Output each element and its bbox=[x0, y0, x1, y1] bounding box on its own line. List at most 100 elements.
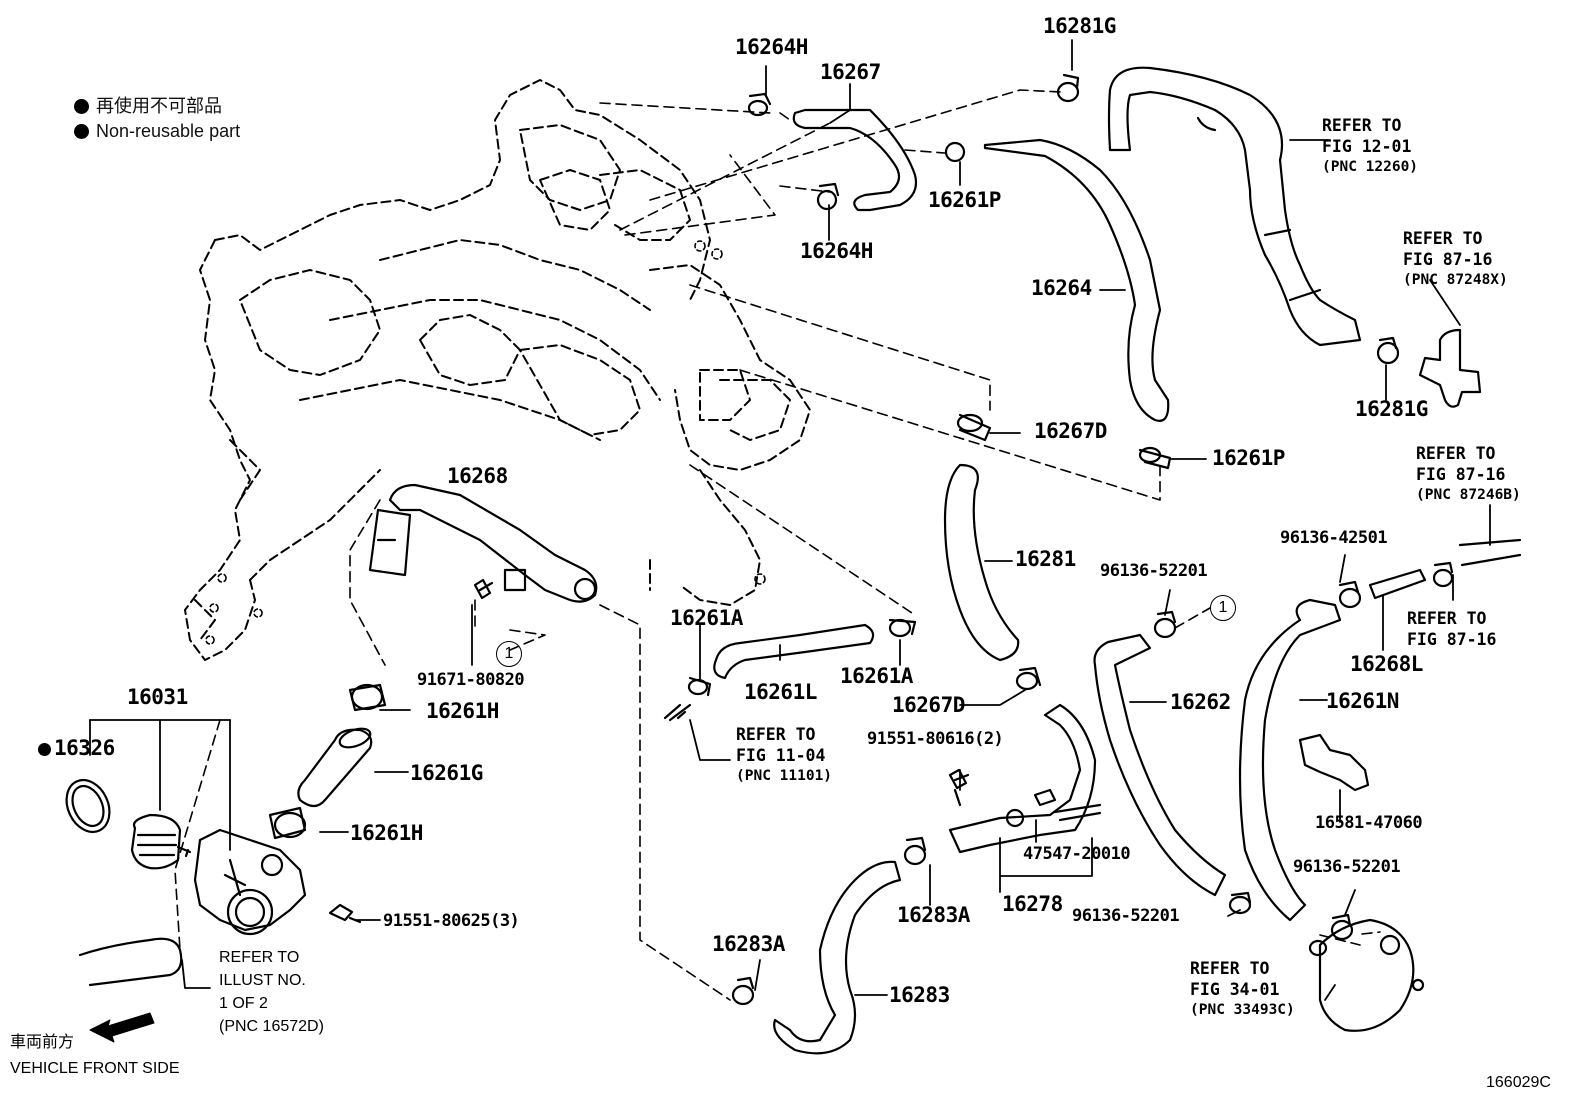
part-label-16267D-top[interactable]: 16267D bbox=[1034, 419, 1107, 443]
thermostat bbox=[130, 813, 182, 870]
part-label-16264H-bottom[interactable]: 16264H bbox=[800, 239, 873, 263]
part-label-16278[interactable]: 16278 bbox=[1002, 892, 1063, 916]
part-label-16267[interactable]: 16267 bbox=[820, 60, 881, 84]
part-label-16261H-top[interactable]: 16261H bbox=[426, 699, 499, 723]
refer-line: REFER TO bbox=[1190, 959, 1270, 978]
gasket-16326 bbox=[65, 779, 111, 833]
pipe-16278 bbox=[948, 703, 1097, 854]
refer-fig-87-16-87248X[interactable]: REFER TO FIG 87-16 (PNC 87248X) bbox=[1403, 229, 1508, 291]
part-label-96136-52201-a[interactable]: 96136-52201 bbox=[1100, 561, 1208, 581]
refer-line: REFER TO bbox=[219, 949, 300, 966]
refer-line: FIG 12-01 bbox=[1322, 136, 1412, 156]
refer-fig-11-04[interactable]: REFER TO FIG 11-04 (PNC 11101) bbox=[736, 725, 832, 787]
part-label-16261A-left[interactable]: 16261A bbox=[670, 606, 743, 630]
part-label-16261A-right[interactable]: 16261A bbox=[840, 664, 913, 688]
vehicle-front-jp: 車両前方 bbox=[10, 1034, 75, 1051]
part-label-16281G-right[interactable]: 16281G bbox=[1355, 397, 1428, 421]
part-label-16283[interactable]: 16283 bbox=[889, 983, 950, 1007]
refer-line: REFER TO bbox=[1322, 116, 1402, 135]
part-label-16264H-top[interactable]: 16264H bbox=[735, 35, 808, 59]
hose-16267 bbox=[792, 108, 918, 212]
legend-row-jp: 再使用不可部品 bbox=[74, 94, 240, 119]
leader-lines bbox=[89, 39, 1491, 1001]
refer-fig-34-01[interactable]: REFER TO FIG 34-01 (PNC 33493C) bbox=[1190, 959, 1295, 1021]
hose-12260 bbox=[1107, 66, 1362, 347]
part-label-16261N[interactable]: 16261N bbox=[1326, 689, 1399, 713]
front-arrow bbox=[89, 1012, 155, 1043]
part-label-16581-47060[interactable]: 16581-47060 bbox=[1315, 813, 1423, 833]
refer-line: FIG 87-16 bbox=[1416, 464, 1506, 484]
part-label-16262[interactable]: 16262 bbox=[1170, 690, 1231, 714]
part-label-16326[interactable]: 16326 bbox=[54, 736, 115, 760]
t-fitting-87248X bbox=[1418, 328, 1482, 408]
bolts bbox=[328, 578, 970, 924]
connection-marker-1: 1 bbox=[496, 641, 522, 667]
part-label-16268[interactable]: 16268 bbox=[447, 464, 508, 488]
pipe-16268L bbox=[1368, 568, 1427, 600]
part-label-16268L[interactable]: 16268L bbox=[1350, 652, 1423, 676]
part-label-47547-20010[interactable]: 47547-20010 bbox=[1023, 844, 1131, 864]
thermostat-housing bbox=[193, 828, 307, 932]
refer-pnc: (PNC 12260) bbox=[1322, 159, 1419, 175]
legend-en-label: Non-reusable part bbox=[96, 121, 241, 141]
part-label-16261L[interactable]: 16261L bbox=[744, 680, 817, 704]
part-label-16264[interactable]: 16264 bbox=[1031, 276, 1092, 300]
vehicle-front-en: VEHICLE FRONT SIDE bbox=[10, 1060, 180, 1077]
refer-illust-1-of-2[interactable]: REFER TO ILLUST NO. 1 OF 2 (PNC 16572D) bbox=[219, 946, 324, 1038]
refer-line: FIG 34-01 bbox=[1190, 979, 1280, 999]
refer-line: FIG 87-16 bbox=[1407, 629, 1497, 649]
hose-16281 bbox=[943, 463, 1020, 662]
refer-line: REFER TO bbox=[1416, 444, 1496, 463]
refer-fig-12-01[interactable]: REFER TO FIG 12-01 (PNC 12260) bbox=[1322, 116, 1418, 178]
refer-pnc: (PNC 33493C) bbox=[1190, 1002, 1295, 1018]
refer-fig-87-16-87246B[interactable]: REFER TO FIG 87-16 (PNC 87246B) bbox=[1416, 444, 1521, 506]
refer-line: FIG 87-16 bbox=[1403, 249, 1493, 269]
part-label-16281G-top[interactable]: 16281G bbox=[1043, 14, 1116, 38]
refer-line: REFER TO bbox=[736, 725, 816, 744]
engine-bolt-holes bbox=[205, 240, 766, 645]
part-label-16261P-top[interactable]: 16261P bbox=[928, 188, 1001, 212]
part-label-16261P-mid[interactable]: 16261P bbox=[1212, 446, 1285, 470]
part-label-16267D-bottom[interactable]: 16267D bbox=[892, 693, 965, 717]
part-label-16031[interactable]: 16031 bbox=[127, 685, 188, 709]
part-label-16326-row: 16326 bbox=[38, 738, 115, 759]
part-label-96136-52201-c[interactable]: 96136-52201 bbox=[1293, 857, 1401, 877]
refer-pnc: (PNC 16572D) bbox=[219, 1018, 324, 1035]
part-label-96136-52201-b[interactable]: 96136-52201 bbox=[1072, 906, 1180, 926]
engine-outline bbox=[184, 79, 811, 661]
part-label-91551-80625[interactable]: 91551-80625(3) bbox=[383, 911, 520, 931]
hose-16261N bbox=[1238, 598, 1342, 922]
refer-line: REFER TO bbox=[1407, 609, 1487, 628]
clamps bbox=[268, 73, 1454, 1006]
refer-fig-87-16[interactable]: REFER TO FIG 87-16 bbox=[1407, 609, 1496, 650]
legend-jp-label: 再使用不可部品 bbox=[96, 96, 222, 116]
hose-16261L bbox=[713, 623, 875, 680]
part-label-16283A-mid[interactable]: 16283A bbox=[897, 903, 970, 927]
refer-pnc: (PNC 11101) bbox=[736, 768, 833, 784]
vehicle-front-indicator: 車両前方 VEHICLE FRONT SIDE bbox=[10, 1030, 180, 1082]
part-label-16261G[interactable]: 16261G bbox=[410, 761, 483, 785]
hose-16283 bbox=[773, 860, 902, 1055]
hose-16264 bbox=[983, 138, 1170, 422]
legend-row-en: Non-reusable part bbox=[74, 119, 240, 144]
refer-line: FIG 11-04 bbox=[736, 745, 826, 765]
part-label-91671-80820[interactable]: 91671-80820 bbox=[417, 670, 525, 690]
refer-pnc: (PNC 87248X) bbox=[1403, 272, 1508, 288]
part-label-16261H-bottom[interactable]: 16261H bbox=[350, 821, 423, 845]
refer-pnc: (PNC 87246B) bbox=[1416, 487, 1521, 503]
part-label-16281[interactable]: 16281 bbox=[1015, 547, 1076, 571]
connection-marker-1b: 1 bbox=[1210, 595, 1236, 621]
part-label-16283A-left[interactable]: 16283A bbox=[712, 932, 785, 956]
part-label-91551-80616[interactable]: 91551-80616(2) bbox=[867, 729, 1004, 749]
refer-line: 1 OF 2 bbox=[219, 995, 268, 1012]
figure-code: 166029C bbox=[1486, 1074, 1551, 1091]
hose-16262 bbox=[1093, 633, 1227, 897]
non-reusable-dot-icon bbox=[74, 99, 89, 114]
dashed-connections bbox=[174, 89, 1381, 1001]
non-reusable-dot-icon bbox=[38, 742, 51, 756]
part-label-96136-42501[interactable]: 96136-42501 bbox=[1280, 528, 1388, 548]
legend: 再使用不可部品 Non-reusable part bbox=[74, 94, 240, 144]
refer-line: ILLUST NO. bbox=[219, 972, 306, 989]
non-reusable-dot-icon bbox=[74, 124, 89, 139]
